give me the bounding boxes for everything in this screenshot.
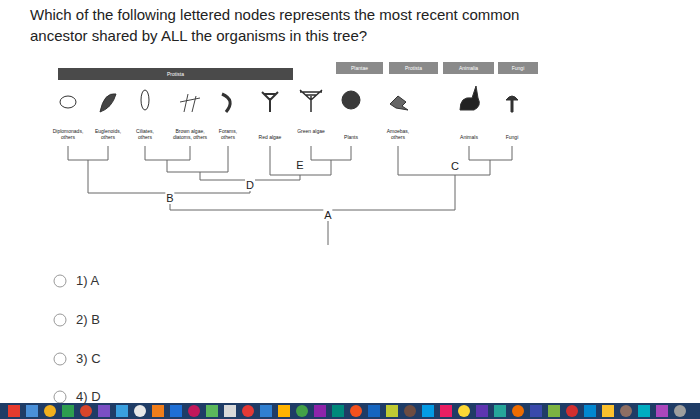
organism-label: Euglenoids, others [91, 128, 125, 140]
taskbar-icon [170, 405, 182, 417]
taskbar-icon [674, 405, 686, 417]
taskbar-icon [134, 405, 146, 417]
taskbar-icon [44, 405, 56, 417]
taskbar-icon [638, 405, 650, 417]
taskbar-icon [530, 405, 542, 417]
tree-branches [68, 146, 512, 245]
taskbar-icon [368, 405, 380, 417]
taskbar-icon [80, 405, 92, 417]
branch [398, 146, 512, 210]
organism-label: Amoebas, others [380, 128, 416, 140]
taskbar-icon [440, 405, 452, 417]
plant-icon [342, 91, 360, 109]
taskbar-icon [584, 405, 596, 417]
node-letter: D [245, 179, 255, 191]
taskbar-icon [476, 405, 488, 417]
animal-icon [460, 86, 479, 110]
taskbar-icon [656, 405, 668, 417]
answer-option: 1) A [76, 273, 99, 288]
taskbar-icon [224, 405, 236, 417]
taskbar-icon [404, 405, 416, 417]
taxon-bar: Protista [389, 62, 438, 74]
branch [145, 146, 228, 180]
radio-button [54, 314, 66, 326]
radio-button [54, 275, 66, 287]
organism-label: Diplomonads, others [51, 128, 85, 140]
taxon-name: Protista [405, 65, 422, 71]
answer-option: 3) C [76, 351, 101, 366]
organism-label: Red algae [253, 134, 287, 140]
organism-label: Fungi [500, 134, 524, 140]
organism-label: Ciliates, others [130, 128, 160, 140]
fungus-icon [506, 96, 518, 112]
answer-option: 4) D [76, 389, 101, 404]
answer-option: 2) B [76, 312, 100, 327]
node-letter: E [295, 159, 304, 171]
taskbar-icon [314, 405, 326, 417]
ciliate-icon [141, 90, 149, 110]
radio-button [54, 353, 66, 365]
organism-icons [60, 86, 518, 112]
taskbar-icon [566, 405, 578, 417]
euglenoid-icon [100, 94, 116, 112]
taskbar-icon [548, 405, 560, 417]
answer-radios [54, 275, 66, 403]
amoeba-icon [390, 96, 408, 110]
taskbar [0, 403, 700, 419]
taxon-name: Fungi [512, 65, 525, 71]
organism-label: Green algae [297, 128, 325, 134]
green-algae-icon [300, 90, 322, 112]
node-letter: A [323, 209, 332, 221]
red-algae-icon [262, 92, 278, 112]
taskbar-icon [602, 405, 614, 417]
foram-icon [222, 94, 230, 112]
organism-label: Forams, others [214, 128, 242, 140]
taskbar-icon [188, 405, 200, 417]
taskbar-icon [350, 405, 362, 417]
taskbar-icon [206, 405, 218, 417]
taxon-name: Animalia [459, 65, 478, 71]
taxon-name: Plantae [351, 65, 368, 71]
taxon-bar: Protista [58, 68, 293, 80]
branch [270, 146, 351, 180]
taskbar-icon [260, 405, 272, 417]
taskbar-icon [62, 405, 74, 417]
node-letter: B [165, 192, 174, 204]
taskbar-icon [98, 405, 110, 417]
taskbar-icon [386, 405, 398, 417]
taskbar-icon [26, 405, 38, 417]
branch [68, 146, 108, 193]
taskbar-icon [512, 405, 524, 417]
brown-algae-icon [180, 94, 200, 112]
taskbar-icon [458, 405, 470, 417]
node-letter: C [450, 160, 460, 172]
taxon-bar: Animalia [443, 62, 494, 74]
taskbar-icon [116, 405, 128, 417]
taskbar-icon [620, 405, 632, 417]
taskbar-icon [152, 405, 164, 417]
taskbar-icon [494, 405, 506, 417]
taskbar-icon [296, 405, 308, 417]
taskbar-icon [242, 405, 254, 417]
taskbar-icon [332, 405, 344, 417]
taxon-bar: Fungi [498, 62, 538, 74]
taskbar-icon [422, 405, 434, 417]
diplomonad-icon [60, 96, 76, 108]
taskbar-ground [0, 403, 700, 419]
organism-label: Animals [454, 134, 484, 140]
taxon-bar: Plantae [336, 62, 383, 74]
radio-button [54, 391, 66, 403]
question-text: Which of the following lettered nodes re… [30, 4, 520, 46]
taskbar-icon [8, 405, 20, 417]
organism-label: Brown algae, diatoms, others [170, 128, 210, 140]
branch [88, 180, 300, 210]
taxon-name: Protista [167, 71, 184, 77]
taskbar-icon [278, 405, 290, 417]
branch [170, 210, 455, 245]
organism-label: Plants [336, 134, 366, 140]
